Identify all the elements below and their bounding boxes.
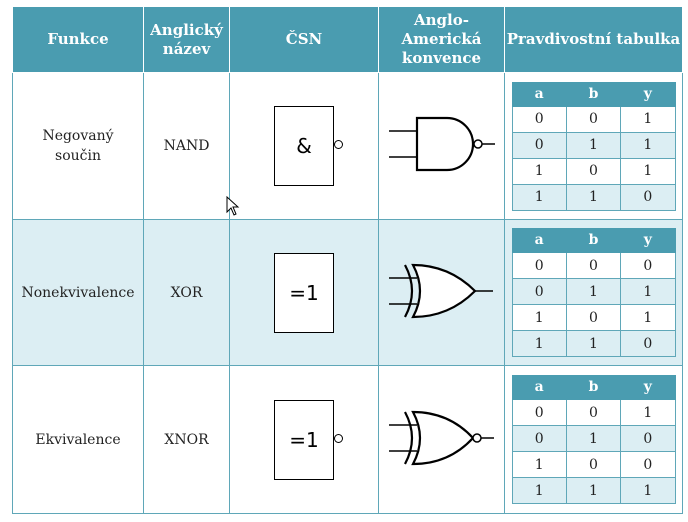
header-functions: Funkce xyxy=(12,6,144,73)
truth-col-a: a xyxy=(511,228,567,253)
truth-col-b: b xyxy=(565,375,622,400)
anglo-symbol-cell xyxy=(378,72,505,220)
function-cell: Nonekvivalence xyxy=(12,219,144,366)
negation-bubble-icon xyxy=(334,140,343,149)
truth-col-b: b xyxy=(565,81,622,107)
truth-value: 1 xyxy=(511,477,567,504)
truth-value: 1 xyxy=(620,105,676,133)
function-cell: Ekvivalence xyxy=(12,365,144,514)
truth-value: 1 xyxy=(620,278,676,305)
truth-value: 1 xyxy=(565,477,622,504)
csn-gate-box: =1 xyxy=(274,399,343,480)
csn-symbol-cell: & xyxy=(229,72,379,220)
truth-value: 0 xyxy=(511,131,567,159)
truth-value: 1 xyxy=(511,451,567,478)
english-name-cell: NAND xyxy=(143,72,230,220)
truth-value: 1 xyxy=(511,183,567,211)
truth-col-a: a xyxy=(511,81,567,107)
csn-gate-box: =1 xyxy=(274,252,334,333)
negation-bubble-icon xyxy=(334,433,343,443)
truth-value: 0 xyxy=(565,451,622,478)
truth-col-y: y xyxy=(620,375,676,400)
anglo-symbol-cell xyxy=(378,365,505,514)
truth-value: 0 xyxy=(565,105,622,133)
nand-gate-icon xyxy=(388,116,495,172)
header-truth-table: Pravdivostní tabulka xyxy=(504,6,683,73)
truth-col-y: y xyxy=(620,81,676,107)
truth-value: 1 xyxy=(511,304,567,331)
truth-value: 0 xyxy=(620,425,676,452)
english-name-cell: XNOR xyxy=(143,365,230,514)
truth-value: 0 xyxy=(511,425,567,452)
truth-col-y: y xyxy=(620,228,676,253)
mouse-cursor-icon xyxy=(226,196,240,216)
xnor-gate-icon xyxy=(388,410,494,465)
english-name-cell: XOR xyxy=(143,219,230,366)
truth-value: 0 xyxy=(511,252,567,279)
truth-value: 1 xyxy=(565,183,622,211)
csn-symbol-cell: =1 xyxy=(229,365,379,514)
truth-value: 1 xyxy=(511,157,567,185)
truth-value: 0 xyxy=(565,252,622,279)
truth-value: 1 xyxy=(511,330,567,357)
truth-value: 1 xyxy=(565,278,622,305)
truth-value: 1 xyxy=(620,399,676,426)
truth-col-a: a xyxy=(511,375,567,400)
truth-value: 0 xyxy=(565,157,622,185)
csn-symbol-cell: =1 xyxy=(229,219,379,366)
truth-value: 0 xyxy=(620,252,676,279)
csn-symbol-label: =1 xyxy=(289,280,319,305)
truth-col-b: b xyxy=(565,228,622,253)
header-csn: ČSN xyxy=(229,6,379,73)
truth-value: 1 xyxy=(620,157,676,185)
xor-gate-icon xyxy=(388,263,493,318)
anglo-symbol-cell xyxy=(378,219,505,366)
truth-value: 0 xyxy=(511,105,567,133)
truth-value: 1 xyxy=(565,425,622,452)
truth-value: 0 xyxy=(620,330,676,357)
csn-symbol-label: & xyxy=(296,134,312,158)
truth-value: 0 xyxy=(620,183,676,211)
truth-value: 0 xyxy=(565,304,622,331)
truth-value: 1 xyxy=(565,131,622,159)
csn-gate-box: & xyxy=(274,106,343,186)
truth-value: 1 xyxy=(620,131,676,159)
truth-value: 0 xyxy=(620,451,676,478)
truth-value: 1 xyxy=(565,330,622,357)
truth-value: 1 xyxy=(620,304,676,331)
truth-value: 0 xyxy=(511,399,567,426)
csn-symbol-label: =1 xyxy=(289,427,319,452)
truth-value: 0 xyxy=(511,278,567,305)
truth-value: 0 xyxy=(565,399,622,426)
truth-value: 1 xyxy=(620,477,676,504)
